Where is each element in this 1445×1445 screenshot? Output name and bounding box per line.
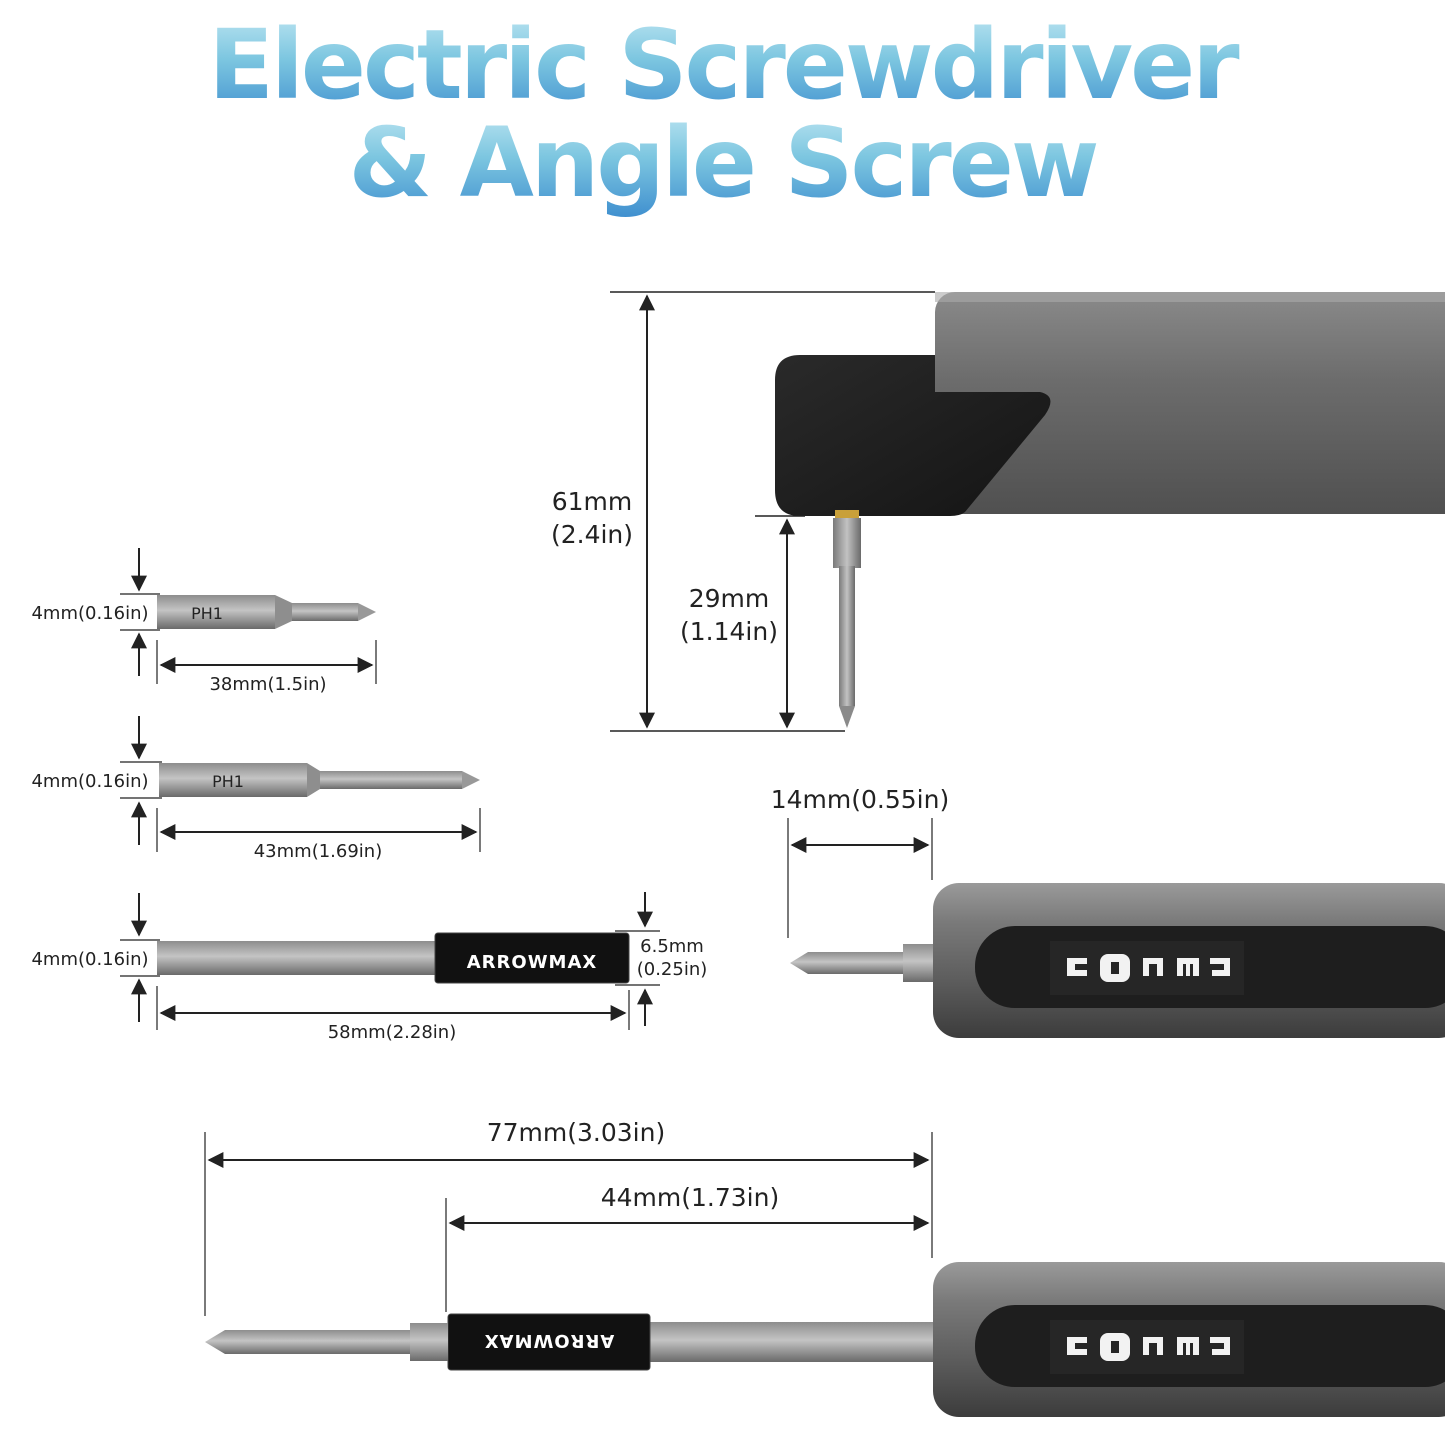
total-height-inch-label: (2.4in) [551, 520, 633, 549]
outer-diameter-inch-label: (0.25in) [637, 959, 708, 980]
extension-length-label: 44mm(1.73in) [601, 1183, 779, 1212]
bit-38mm: PH1 4mm(0.16in) 38mm(1.5in) [31, 548, 377, 695]
bit-length-label: 58mm(2.28in) [328, 1022, 457, 1043]
angle-head-screwdriver [775, 292, 1445, 728]
bit-length-label: 43mm(1.69in) [254, 841, 383, 862]
title-line-1: Electric Screwdriver [0, 10, 1445, 120]
bit-collar [835, 510, 859, 520]
bit-tip [462, 771, 480, 789]
bit-height-inch-label: (1.14in) [680, 617, 778, 646]
bit-shaft [839, 566, 855, 706]
magnetic-holder [434, 932, 630, 984]
bit-hex-shank [159, 763, 307, 797]
screwdriver-body [935, 292, 1445, 514]
brand-logo: ARROWMAX [467, 952, 598, 973]
bit-length-label: 38mm(1.5in) [209, 674, 326, 695]
bit-tip [839, 706, 855, 728]
bit-hex-shank [903, 944, 933, 982]
total-length-label: 77mm(3.03in) [487, 1118, 665, 1147]
total-height-label: 61mm [552, 487, 633, 516]
torque-level-icons [1067, 1333, 1230, 1361]
bit-tip [205, 1330, 410, 1354]
bit-tip [358, 603, 376, 621]
torque-level-icons [1067, 954, 1230, 982]
bit-hex-shank [833, 518, 861, 568]
extension-shaft [650, 1322, 933, 1362]
bit-label: PH1 [191, 604, 223, 623]
total-height-dimension: 61mm (2.4in) [551, 291, 935, 732]
bit-shaft [320, 771, 462, 789]
screwdriver-short-bit: 14mm(0.55in) [771, 785, 1445, 1038]
bit-label: PH1 [212, 772, 244, 791]
angle-head-attachment [775, 355, 1051, 516]
bit-hex-shank [157, 595, 275, 629]
title-line-2: & Angle Screw [0, 108, 1445, 218]
extension-shaft [157, 941, 435, 975]
short-bit-length-label: 14mm(0.55in) [771, 785, 949, 814]
bit-43mm: PH1 4mm(0.16in) 43mm(1.69in) [31, 716, 481, 862]
bit-height-dimension: 29mm (1.14in) [680, 515, 805, 729]
bit-shaft [292, 603, 358, 621]
bit-tip [790, 952, 903, 974]
bit-height-label: 29mm [689, 584, 770, 613]
screwdriver-with-extension: ARROWMAX 77mm(3.03in) 44mm(1.73in) [204, 1118, 1445, 1417]
outer-diameter-label: 6.5mm [640, 936, 704, 957]
extension-bar-58mm: ARROWMAX 4mm(0.16in) 6.5mm (0.25in) 58mm… [31, 892, 707, 1043]
brand-logo: ARROWMAX [484, 1330, 615, 1351]
bit-diameter-label: 4mm(0.16in) [31, 771, 148, 792]
bit-diameter-label: 4mm(0.16in) [31, 949, 148, 970]
bit-hex-shank [410, 1323, 448, 1361]
bit-diameter-label: 4mm(0.16in) [31, 603, 148, 624]
